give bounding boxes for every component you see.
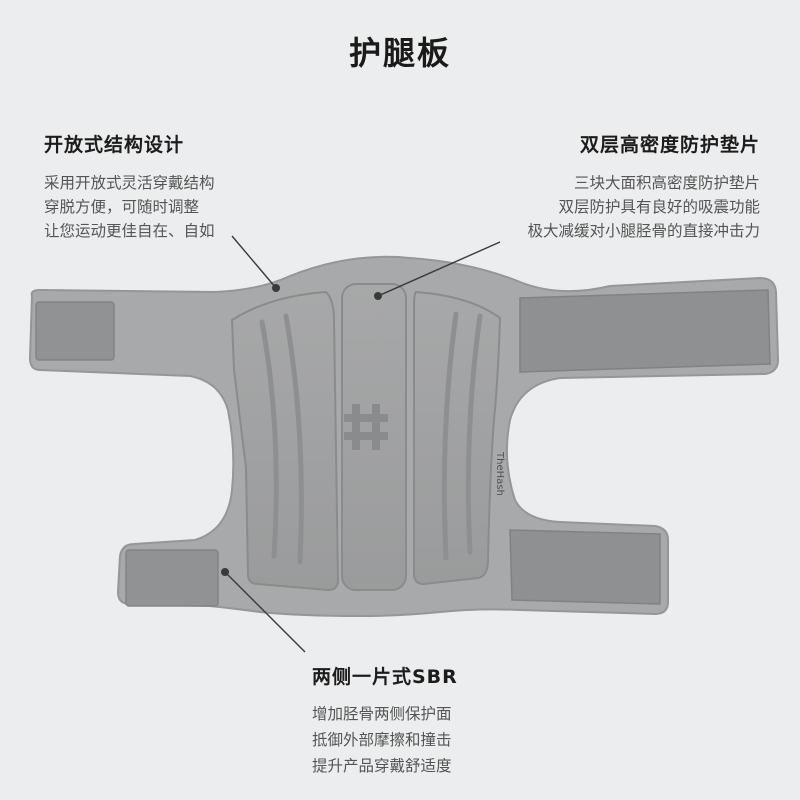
feature-line: 让您运动更佳自在、自如 (44, 222, 215, 240)
leader-line-bottom (224, 571, 306, 653)
feature-heading: 双层高密度防护垫片 (579, 134, 760, 156)
feature-line: 采用开放式灵活穿戴结构 (44, 174, 215, 192)
feature-line: 极大减缓对小腿胫骨的直接冲击力 (527, 222, 760, 240)
leader-dot (374, 292, 382, 300)
brand-logo-icon (344, 404, 388, 450)
strap-bottom-right (509, 529, 661, 605)
feature-dual-pad: 双层高密度防护垫片 三块大面积高密度防护垫片 双层防护具有良好的吸震功能 极大减… (527, 130, 760, 243)
leader-line-right (377, 241, 501, 297)
groove (259, 319, 279, 559)
feature-line: 双层防护具有良好的吸震功能 (558, 198, 760, 216)
feature-line: 抵御外部摩擦和撞击 (312, 731, 452, 749)
brand-text: TheHash (494, 451, 505, 496)
feature-line: 提升产品穿戴舒适度 (312, 757, 452, 775)
groove (283, 313, 304, 565)
feature-line: 增加胫骨两侧保护面 (312, 705, 452, 723)
feature-sbr: 两侧一片式SBR 增加胫骨两侧保护面 抵御外部摩擦和撞击 提升产品穿戴舒适度 (312, 662, 458, 779)
feature-line: 三块大面积高密度防护垫片 (573, 174, 760, 192)
groove (441, 311, 459, 561)
groove (465, 313, 483, 555)
feature-open-structure: 开放式结构设计 采用开放式灵活穿戴结构 穿脱方便，可随时调整 让您运动更佳自在、… (44, 130, 215, 243)
leader-dot (272, 284, 280, 292)
strap-top-left (35, 301, 115, 361)
pad-left (230, 290, 340, 592)
strap-bottom-left (125, 549, 219, 607)
strap-top-right (519, 289, 771, 373)
leader-dot (221, 568, 229, 576)
feature-heading: 开放式结构设计 (44, 134, 185, 156)
leader-line-left (231, 235, 277, 289)
page-title: 护腿板 (348, 34, 451, 72)
pad-right (413, 290, 502, 586)
feature-line: 穿脱方便，可随时调整 (44, 198, 200, 216)
feature-heading: 两侧一片式SBR (312, 666, 458, 688)
